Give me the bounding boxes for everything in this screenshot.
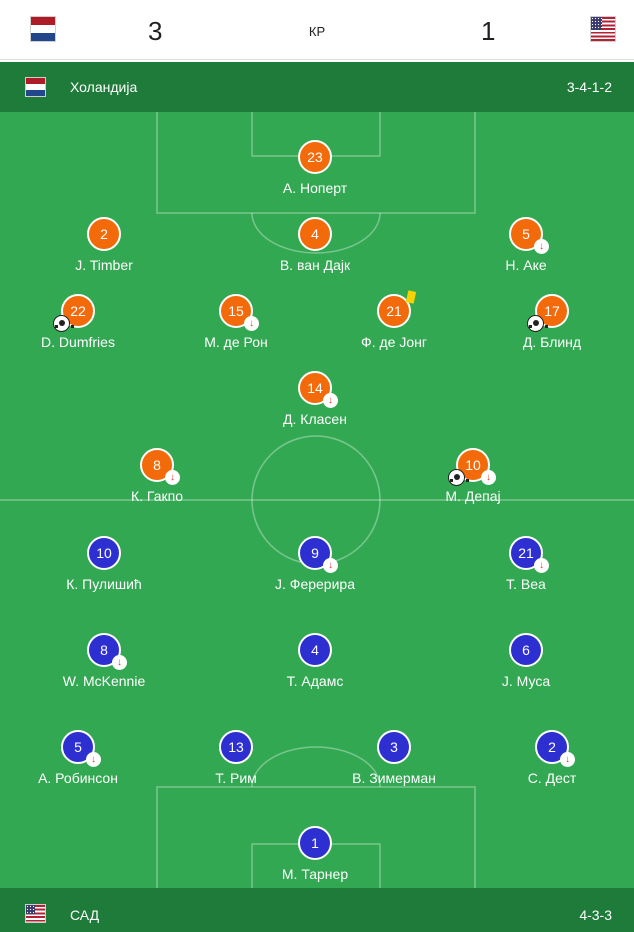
player-number-badge: 8↓ (140, 448, 180, 485)
player-number-badge: 10↓ (448, 448, 496, 486)
player-name: М. Депај (445, 488, 501, 504)
player-number-badge: 8↓ (87, 633, 127, 670)
player-name: В. Зимерман (352, 770, 436, 786)
substitution-out-icon: ↓ (560, 752, 575, 767)
player-name: Т. Веа (506, 576, 546, 592)
substitution-out-icon: ↓ (481, 470, 496, 485)
player-number-badge: 21 (377, 290, 417, 328)
away-player[interactable]: 1 М. Тарнер (245, 826, 385, 882)
substitution-out-icon: ↓ (112, 655, 127, 670)
netherlands-flag-icon (30, 16, 56, 42)
home-team-name: Холандија (70, 79, 138, 95)
away-player[interactable]: 4 Т. Адамс (245, 633, 385, 689)
player-number-badge: 15↓ (219, 294, 259, 331)
player-number-badge: 21↓ (509, 536, 549, 573)
player-number-badge: 9↓ (298, 536, 338, 573)
home-player[interactable]: 22 D. Dumfries (8, 294, 148, 350)
home-player[interactable]: 8↓ К. Гакпо (87, 448, 227, 504)
match-status: КР (308, 24, 326, 39)
goal-ball-icon (448, 469, 469, 486)
player-number-badge: 13 (219, 730, 253, 764)
home-player[interactable]: 15↓ М. де Рон (166, 294, 306, 350)
player-number-badge: 10 (87, 536, 121, 570)
home-score: 3 (148, 16, 163, 46)
home-player[interactable]: 14↓ Д. Класен (245, 371, 385, 427)
goal-ball-icon (527, 315, 548, 332)
home-player[interactable]: 2 J. Timber (34, 217, 174, 273)
player-number-badge: 2↓ (535, 730, 575, 767)
home-team-formation: 3-4-1-2 (566, 79, 612, 95)
player-name: J. Ферерира (275, 576, 355, 592)
away-player[interactable]: 9↓ J. Ферерира (245, 536, 385, 592)
player-number-badge: 3 (377, 730, 411, 764)
home-player[interactable]: 5↓ Н. Аке (456, 217, 596, 273)
player-name: А. Робинсон (38, 770, 118, 786)
player-name: В. ван Дајк (279, 257, 351, 273)
home-player[interactable]: 17 Д. Блинд (482, 294, 622, 350)
player-number-badge: 14↓ (298, 371, 338, 408)
away-team-name: САД (70, 907, 100, 923)
away-player[interactable]: 6 J. Муса (456, 633, 596, 689)
away-player[interactable]: 5↓ А. Робинсон (8, 730, 148, 786)
match-score-header: 3 КР 1 (0, 0, 634, 60)
away-player[interactable]: 2↓ С. Дест (482, 730, 622, 786)
away-player[interactable]: 13 Т. Рим (166, 730, 306, 786)
player-name: J. Timber (75, 257, 133, 273)
player-number-badge: 6 (509, 633, 543, 667)
player-number-badge: 23 (298, 140, 332, 174)
substitution-out-icon: ↓ (244, 316, 259, 331)
away-team-bar[interactable]: САД 4-3-3 (0, 888, 634, 932)
player-number-badge: 17 (527, 294, 569, 332)
away-player[interactable]: 8↓ W. McKennie (34, 633, 174, 689)
player-name: Т. Рим (215, 770, 257, 786)
player-name: Т. Адамс (286, 673, 344, 689)
substitution-out-icon: ↓ (323, 558, 338, 573)
player-number-badge: 5↓ (61, 730, 101, 767)
player-name: Д. Класен (283, 411, 347, 427)
player-name: А. Ноперт (282, 180, 348, 196)
player-name: Н. Аке (505, 257, 547, 273)
player-name: J. Муса (501, 673, 551, 689)
substitution-out-icon: ↓ (534, 239, 549, 254)
home-player[interactable]: 23 А. Ноперт (245, 140, 385, 196)
home-player[interactable]: 21 Ф. де Јонг (324, 290, 464, 350)
netherlands-flag-icon (25, 77, 46, 97)
substitution-out-icon: ↓ (534, 558, 549, 573)
player-name: К. Пулишић (66, 576, 142, 592)
away-player[interactable]: 10 К. Пулишић (34, 536, 174, 592)
away-player[interactable]: 21↓ Т. Веа (456, 536, 596, 592)
player-name: Ф. де Јонг (361, 334, 427, 350)
player-name: W. McKennie (62, 673, 146, 689)
player-name: М. Тарнер (281, 866, 349, 882)
home-player[interactable]: 10↓ М. Депај (403, 448, 543, 504)
player-name: К. Гакпо (130, 488, 183, 504)
substitution-out-icon: ↓ (323, 393, 338, 408)
away-player[interactable]: 3 В. Зимерман (324, 730, 464, 786)
player-number-badge: 4 (298, 633, 332, 667)
away-team-formation: 4-3-3 (579, 907, 612, 923)
home-team-bar[interactable]: Холандија 3-4-1-2 (0, 62, 634, 112)
player-number-badge: 2 (87, 217, 121, 251)
football-pitch: 23 А. Ноперт 2 J. Timber 4 В. ван Дајк 5↓ Н. Ак… (0, 112, 634, 888)
player-number-badge: 1 (298, 826, 332, 860)
player-name: М. де Рон (204, 334, 268, 350)
substitution-out-icon: ↓ (86, 752, 101, 767)
usa-flag-icon (25, 904, 46, 923)
substitution-out-icon: ↓ (165, 470, 180, 485)
player-number-badge: 22 (53, 294, 95, 332)
usa-flag-icon (590, 16, 616, 42)
goal-ball-icon (53, 315, 74, 332)
player-number-badge: 4 (298, 217, 332, 251)
yellow-card-icon (405, 290, 417, 304)
player-number-badge: 5↓ (509, 217, 549, 254)
player-name: Д. Блинд (522, 334, 582, 350)
player-name: С. Дест (527, 770, 577, 786)
home-player[interactable]: 4 В. ван Дајк (245, 217, 385, 273)
away-score: 1 (481, 16, 496, 46)
player-name: D. Dumfries (41, 334, 115, 350)
